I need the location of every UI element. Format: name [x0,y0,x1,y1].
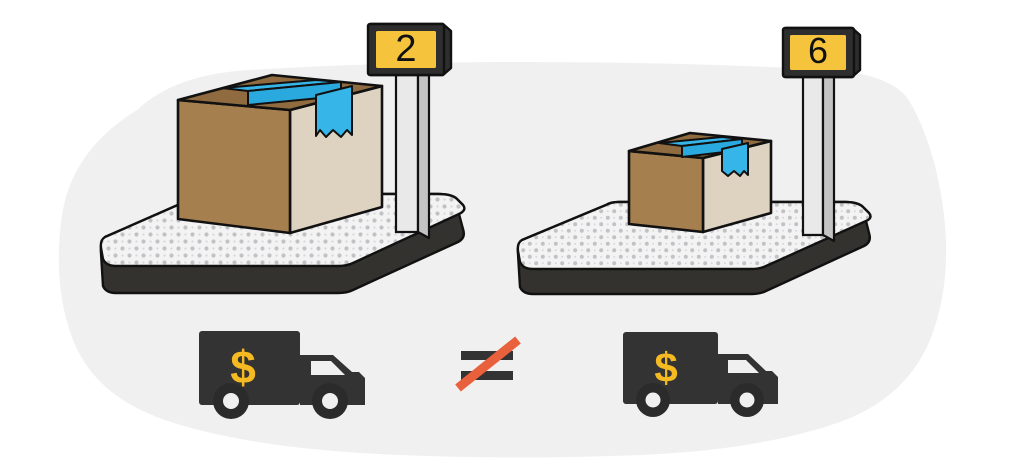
not-equal-sign [455,336,521,392]
left-scale: 2 [99,22,466,295]
left-truck-currency: $ [230,341,256,393]
right-sign-value: 6 [808,30,828,71]
left-weight-sign: 2 [366,22,453,77]
right-truck-icon: $ [623,332,778,417]
right-truck-dollar-icon: $ [654,344,677,391]
left-truck-dollar-icon: $ [230,341,256,393]
right-scale-surface [516,200,872,271]
right-sign-post [801,66,836,243]
right-truck-currency: $ [654,344,677,391]
right-weight-sign: 6 [781,26,862,79]
right-package [627,131,773,234]
left-package [176,73,384,235]
right-scale: 6 [516,26,872,296]
left-sign-post [394,58,431,240]
left-sign-value: 2 [395,28,416,70]
left-truck-icon: $ [199,331,365,419]
